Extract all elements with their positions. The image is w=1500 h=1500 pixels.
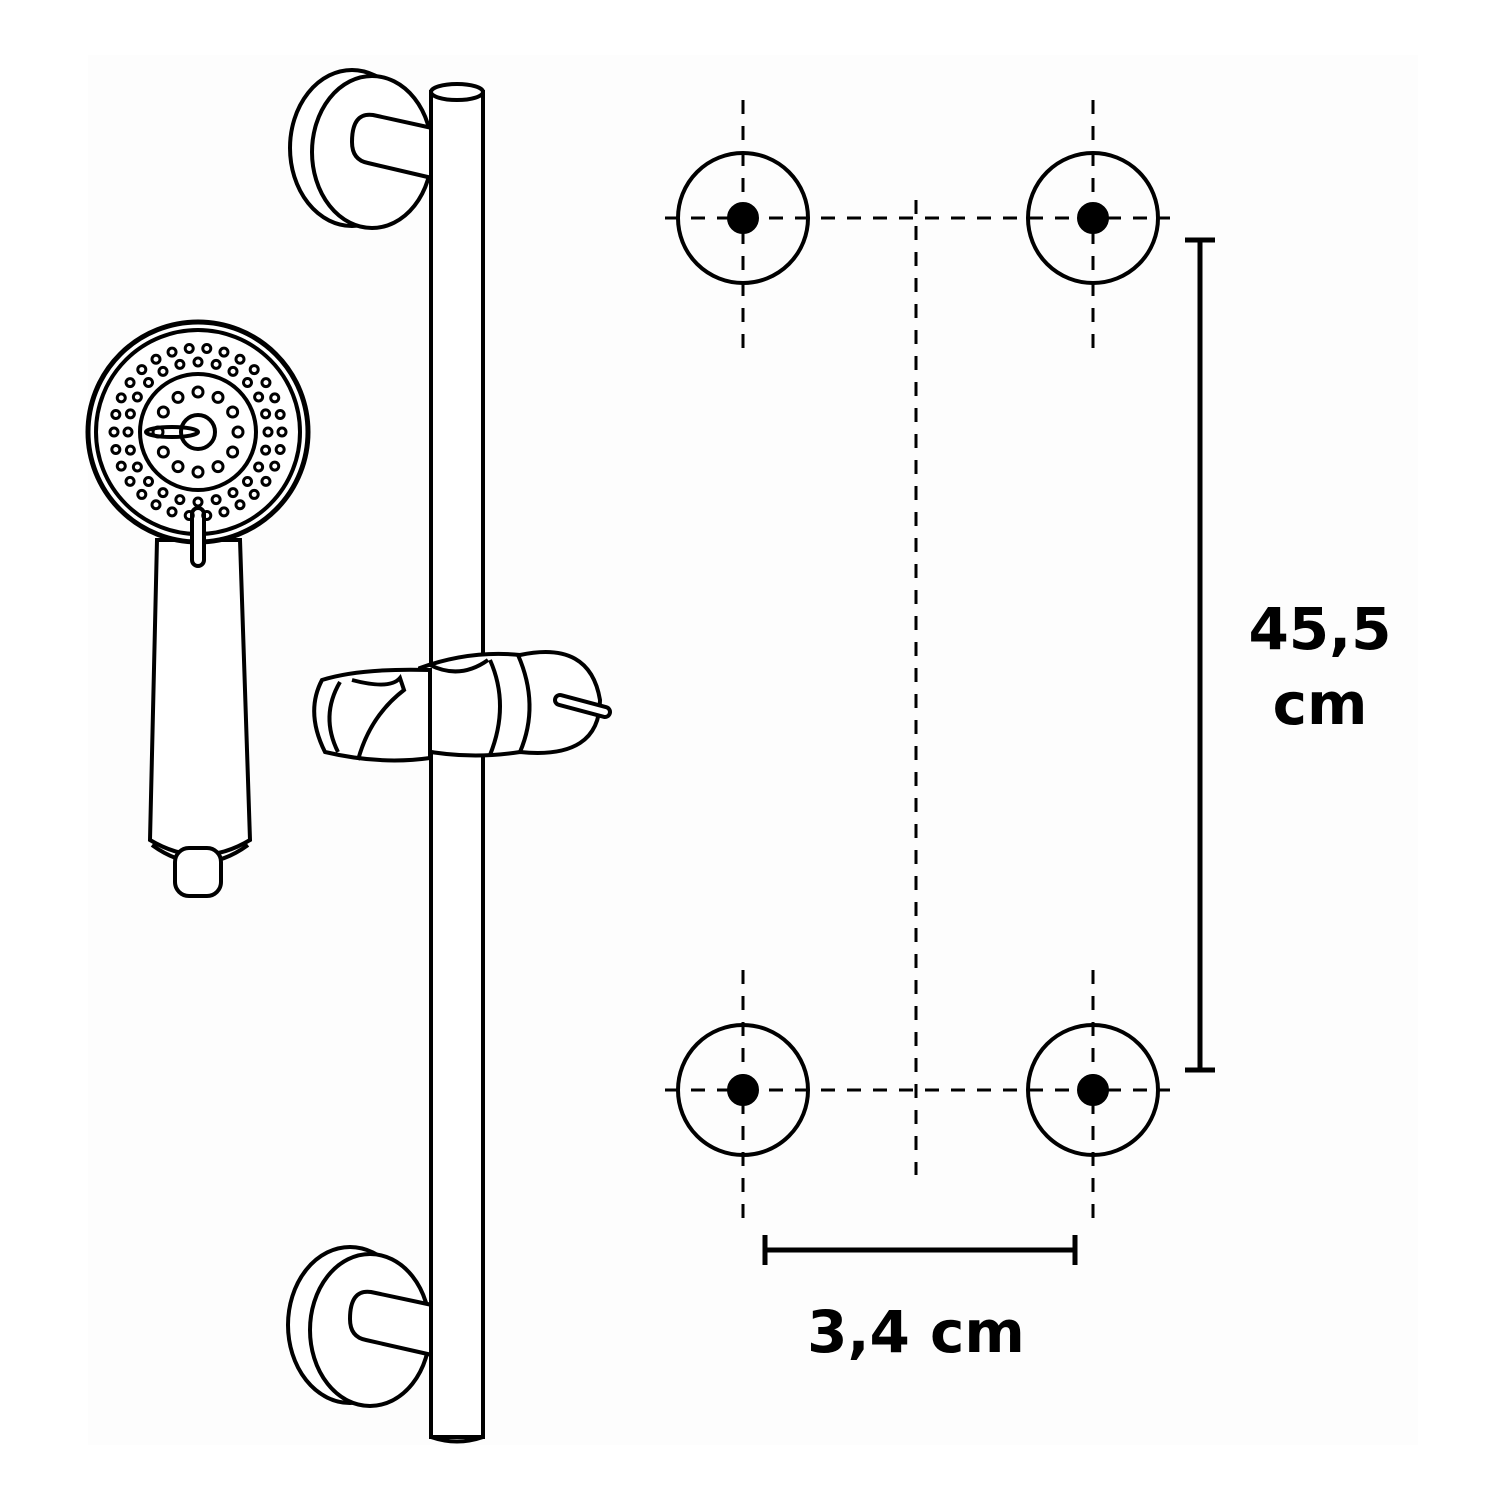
rail-slider-holder — [312, 650, 612, 763]
shower-rail — [429, 82, 485, 1444]
nozzle-hole — [150, 499, 162, 511]
nozzle-hole — [231, 425, 245, 439]
nozzle-hole — [192, 356, 204, 368]
nozzle-hole — [122, 426, 134, 438]
nozzle-hole — [253, 461, 265, 473]
nozzle-hole — [166, 346, 178, 358]
nozzle-hole — [260, 377, 272, 389]
nozzle-hole — [276, 426, 288, 438]
nozzle-hole — [174, 358, 186, 370]
nozzle-hole — [115, 460, 127, 472]
nozzle-hole — [124, 377, 136, 389]
nozzle-hole — [124, 444, 136, 456]
nozzle-hole — [183, 342, 195, 354]
nozzle-hole — [115, 392, 127, 404]
nozzle-hole — [260, 475, 272, 487]
nozzle-hole — [171, 390, 185, 404]
height-unit-label: cm — [1272, 670, 1368, 738]
nozzle-hole — [143, 377, 155, 389]
nozzle-hole — [157, 487, 169, 499]
nozzle-hole — [253, 391, 265, 403]
nozzle-hole — [248, 488, 260, 500]
width-dimension-line — [762, 1235, 1078, 1265]
top-wall-bracket — [288, 68, 434, 230]
nozzle-hole — [192, 496, 204, 508]
nozzle-hole — [211, 390, 225, 404]
nozzle-hole — [211, 460, 225, 474]
height-dimension-line — [1185, 237, 1215, 1073]
mounting-holes — [676, 151, 1160, 1157]
nozzle-hole — [269, 460, 281, 472]
nozzle-hole — [124, 475, 136, 487]
nozzle-hole — [227, 365, 239, 377]
nozzle-hole — [274, 409, 286, 421]
nozzle-hole — [269, 392, 281, 404]
nozzle-hole — [166, 506, 178, 518]
hand-shower — [85, 319, 311, 898]
nozzle-hole — [260, 408, 272, 420]
nozzle-hole — [136, 364, 148, 376]
nozzle-hole — [210, 494, 222, 506]
nozzle-hole — [131, 391, 143, 403]
nozzle-hole — [210, 358, 222, 370]
nozzle-hole — [110, 443, 122, 455]
nozzle-hole — [226, 445, 240, 459]
nozzle-hole — [241, 475, 253, 487]
nozzle-hole — [171, 460, 185, 474]
nozzle-hole — [131, 461, 143, 473]
nozzle-hole — [183, 510, 195, 522]
nozzle-hole — [136, 488, 148, 500]
nozzle-hole — [248, 364, 260, 376]
nozzle-hole — [226, 405, 240, 419]
nozzle-hole — [156, 445, 170, 459]
nozzle-hole — [174, 494, 186, 506]
nozzle-hole — [218, 506, 230, 518]
nozzle-hole — [262, 426, 274, 438]
nozzle-hole — [260, 444, 272, 456]
nozzle-hole — [191, 385, 205, 399]
nozzle-hole — [124, 408, 136, 420]
nozzle-hole — [110, 409, 122, 421]
nozzle-hole — [234, 499, 246, 511]
nozzle-hole — [201, 342, 213, 354]
nozzle-hole — [156, 405, 170, 419]
width-label: 3,4 cm — [807, 1298, 1025, 1366]
nozzle-hole — [143, 475, 155, 487]
nozzle-hole — [234, 353, 246, 365]
nozzle-hole — [150, 353, 162, 365]
height-value-label: 45,5 — [1248, 595, 1392, 663]
nozzle-hole — [227, 487, 239, 499]
nozzle-hole — [157, 365, 169, 377]
nozzle-hole — [218, 346, 230, 358]
nozzle-hole — [241, 377, 253, 389]
nozzle-hole — [108, 426, 120, 438]
nozzle-hole — [151, 425, 165, 439]
nozzle-hole — [191, 465, 205, 479]
nozzle-hole — [201, 510, 213, 522]
nozzle-hole — [274, 443, 286, 455]
bottom-wall-bracket — [286, 1245, 433, 1408]
